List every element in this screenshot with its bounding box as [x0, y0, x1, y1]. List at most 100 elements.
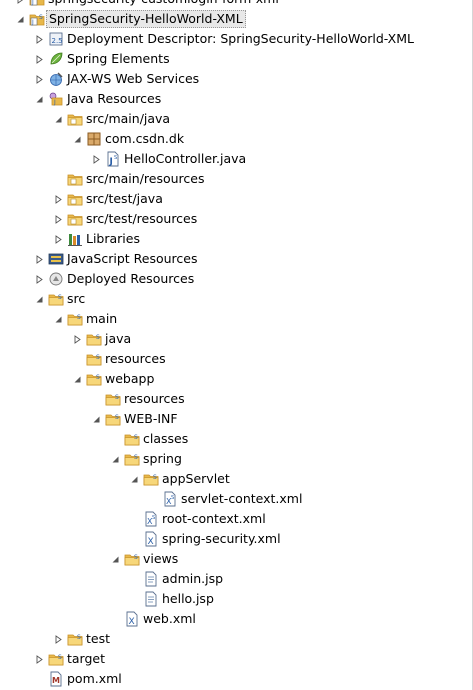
collapse-arrow-icon[interactable]: [15, 0, 25, 4]
jsp-file-icon: [143, 591, 159, 607]
tree-item[interactable]: src/main/resources: [0, 169, 473, 189]
tree-item[interactable]: Libraries: [0, 229, 473, 249]
folder-icon: S: [105, 411, 121, 427]
tree-item-label: resources: [124, 391, 185, 406]
tree-item-label: hello.jsp: [162, 591, 214, 606]
collapse-arrow-icon[interactable]: [53, 214, 63, 224]
java-resources-icon: J: [48, 91, 64, 107]
svg-text:S: S: [39, 0, 43, 1]
tree-item-label: views: [143, 551, 179, 566]
expand-arrow-icon[interactable]: [34, 294, 44, 304]
collapse-arrow-icon[interactable]: [53, 234, 63, 244]
expand-arrow-icon[interactable]: [72, 374, 82, 384]
javascript-resources-icon: [48, 251, 64, 267]
collapse-arrow-icon[interactable]: [53, 194, 63, 204]
tree-item[interactable]: admin.jsp: [0, 569, 473, 589]
expand-arrow-icon[interactable]: [129, 474, 139, 484]
collapse-arrow-icon[interactable]: [53, 634, 63, 644]
expand-arrow-icon[interactable]: [15, 14, 25, 24]
svg-text:S: S: [152, 515, 155, 521]
svg-text:X: X: [148, 537, 154, 547]
svg-text:S: S: [77, 314, 81, 321]
tree-item[interactable]: src/test/resources: [0, 209, 473, 229]
tree-item[interactable]: src/main/java: [0, 109, 473, 129]
tree-item[interactable]: Spring Elements: [0, 49, 473, 69]
tree-item[interactable]: J Java Resources: [0, 89, 473, 109]
tree-item-label: Java Resources: [67, 91, 162, 106]
collapse-arrow-icon[interactable]: [34, 274, 44, 284]
svg-text:S: S: [39, 14, 43, 21]
svg-text:2.5: 2.5: [52, 37, 63, 45]
collapse-arrow-icon[interactable]: [91, 154, 101, 164]
tree-item-label: target: [67, 651, 106, 666]
svg-text:S: S: [134, 554, 138, 561]
source-folder-icon: [67, 111, 83, 127]
tree-item-label: src/test/resources: [86, 211, 198, 226]
package-icon: [86, 131, 102, 147]
expand-arrow-icon[interactable]: [110, 554, 120, 564]
source-folder-icon: [67, 171, 83, 187]
collapse-arrow-icon[interactable]: [34, 34, 44, 44]
tree-item-label: web.xml: [143, 611, 196, 626]
web-services-icon: [48, 71, 64, 87]
tree-item[interactable]: Deployed Resources: [0, 269, 473, 289]
collapse-arrow-icon[interactable]: [72, 334, 82, 344]
collapse-arrow-icon[interactable]: [34, 254, 44, 264]
tree-item[interactable]: JAX-WS Web Services: [0, 69, 473, 89]
tree-item-label: admin.jsp: [162, 571, 224, 586]
tree-item-label: webapp: [105, 371, 155, 386]
svg-text:J: J: [53, 99, 56, 106]
collapse-arrow-icon[interactable]: [34, 654, 44, 664]
libraries-icon: [67, 231, 83, 247]
tree-item[interactable]: hello.jsp: [0, 589, 473, 609]
tree-item-label: classes: [143, 431, 189, 446]
folder-icon: S: [124, 431, 140, 447]
expand-arrow-icon[interactable]: [110, 454, 120, 464]
tree-item[interactable]: JSspringsecurity-customlogin-form-xml: [0, 0, 473, 9]
tree-item[interactable]: JavaScript Resources: [0, 249, 473, 269]
expand-arrow-icon[interactable]: [34, 94, 44, 104]
svg-text:S: S: [58, 654, 62, 661]
expand-arrow-icon[interactable]: [53, 114, 63, 124]
folder-icon: S: [124, 451, 140, 467]
expand-arrow-icon[interactable]: [53, 314, 63, 324]
maven-pom-file-icon: M: [48, 671, 64, 687]
tree-item-label: Deployed Resources: [67, 271, 195, 286]
svg-text:J: J: [109, 157, 113, 167]
svg-text:S: S: [171, 495, 174, 501]
collapse-arrow-icon[interactable]: [34, 54, 44, 64]
xml-file-icon: X: [124, 611, 140, 627]
tree-item-label: src: [67, 291, 86, 306]
tree-item-label: main: [86, 311, 118, 326]
source-folder-icon: [67, 191, 83, 207]
tree-item-label: Libraries: [86, 231, 140, 246]
svg-text:S: S: [96, 334, 100, 341]
collapse-arrow-icon[interactable]: [34, 74, 44, 84]
expand-arrow-icon[interactable]: [72, 134, 82, 144]
tree-item[interactable]: src/test/java: [0, 189, 473, 209]
tree-item[interactable]: com.csdn.dk: [0, 129, 473, 149]
expand-arrow-icon[interactable]: [91, 414, 101, 424]
